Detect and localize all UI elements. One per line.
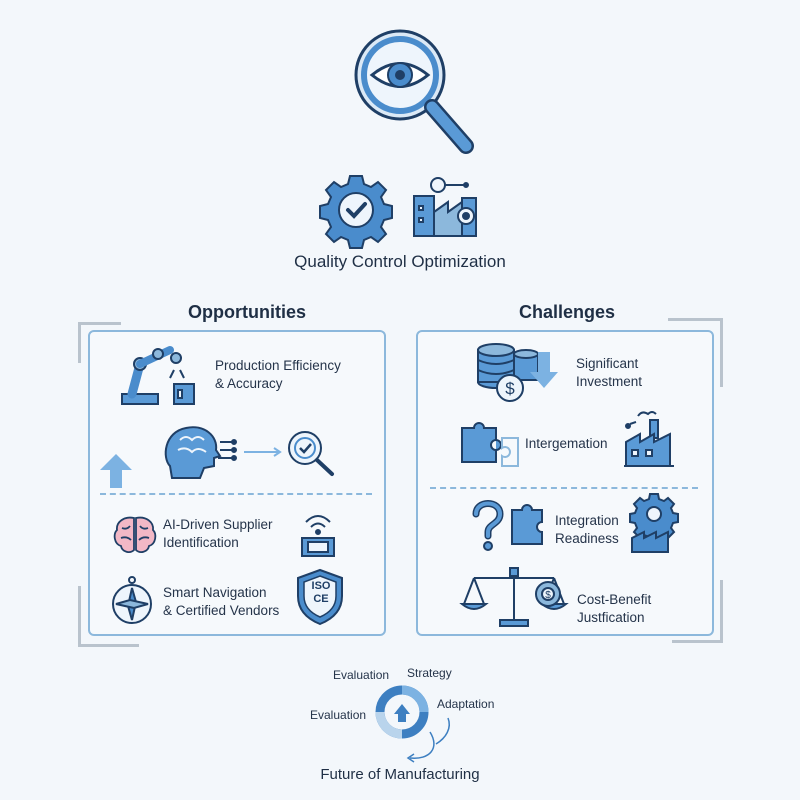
svg-text:$: $ — [505, 379, 515, 398]
challenge-4-text: Cost-Benefit Justfication — [577, 591, 651, 627]
svg-text:$: $ — [545, 590, 551, 601]
right-bracket-bottom — [672, 580, 723, 643]
iso-label: ISO — [311, 580, 331, 592]
gear-check-icon — [319, 175, 393, 249]
compass-icon — [112, 576, 152, 624]
challenge-2-line-1: Intergemation — [525, 436, 608, 451]
cycle-label-strategy: Strategy — [407, 666, 452, 680]
page-title: Quality Control Optimization — [294, 252, 506, 271]
challenges-panel — [416, 330, 714, 636]
opportunities-divider — [100, 493, 372, 495]
robot-arm-icon — [121, 346, 195, 405]
factory-gear-icon — [413, 177, 477, 237]
certification-shield-icon — [297, 568, 343, 626]
opportunity-4-line-2: & Certified Vendors — [163, 603, 280, 618]
cycle-label-evaluation-left: Evaluation — [310, 708, 367, 722]
opportunity-3-line-2: Identification — [163, 535, 239, 550]
up-arrow-icon — [100, 454, 132, 488]
challenge-1-line-1: Significant — [576, 356, 639, 371]
challenge-1-line-2: Investment — [576, 374, 643, 389]
cycle-label-evaluation-top: Evaluation — [333, 668, 390, 682]
cycle-label-adaptation: Adaptation — [437, 697, 495, 711]
challenge-3-text: Integration Readiness — [555, 512, 619, 548]
wireless-device-icon — [301, 515, 335, 557]
opportunity-3-text: AI-Driven Supplier Identification — [163, 516, 273, 552]
challenge-2-text: Intergemation — [525, 435, 608, 453]
question-puzzle-icon — [472, 500, 543, 551]
opportunity-4-line-1: Smart Navigation — [163, 585, 267, 600]
challenge-3-line-1: Integration — [555, 513, 619, 528]
challenge-4-line-2: Justfication — [577, 610, 645, 625]
challenge-3-line-2: Readiness — [555, 531, 619, 546]
puzzle-icon — [461, 422, 519, 467]
challenges-divider — [430, 487, 698, 489]
opportunities-title: Opportunities — [188, 302, 306, 322]
challenge-1-text: Significant Investment — [576, 355, 642, 391]
cycle-diagram-icon — [375, 685, 450, 763]
opportunity-4-text: Smart Navigation & Certified Vendors — [163, 584, 279, 620]
opportunity-1-line-1: Production Efficiency — [215, 358, 341, 373]
factory-smoke-icon — [624, 411, 674, 467]
coins-dollar-icon: $ — [477, 343, 558, 402]
ai-brain-to-inspection-icon — [164, 426, 334, 479]
right-bracket-top — [668, 318, 723, 387]
opportunity-3-line-1: AI-Driven Supplier — [163, 517, 273, 532]
certification-badge-text: ISO CE — [305, 580, 337, 606]
opportunity-1-line-2: & Accuracy — [215, 376, 283, 391]
challenge-4-line-1: Cost-Benefit — [577, 592, 652, 607]
challenges-title: Challenges — [519, 302, 616, 322]
left-bracket-top — [78, 322, 121, 363]
footer-title: Future of Manufacturing — [320, 766, 480, 783]
opportunity-1-text: Production Efficiency & Accuracy — [215, 357, 341, 393]
money-gear-icon: $ — [535, 581, 561, 607]
brain-icon — [113, 516, 157, 553]
gear-factory-icon — [629, 493, 679, 553]
ce-label: CE — [313, 593, 329, 605]
left-bracket-bottom — [78, 586, 139, 647]
